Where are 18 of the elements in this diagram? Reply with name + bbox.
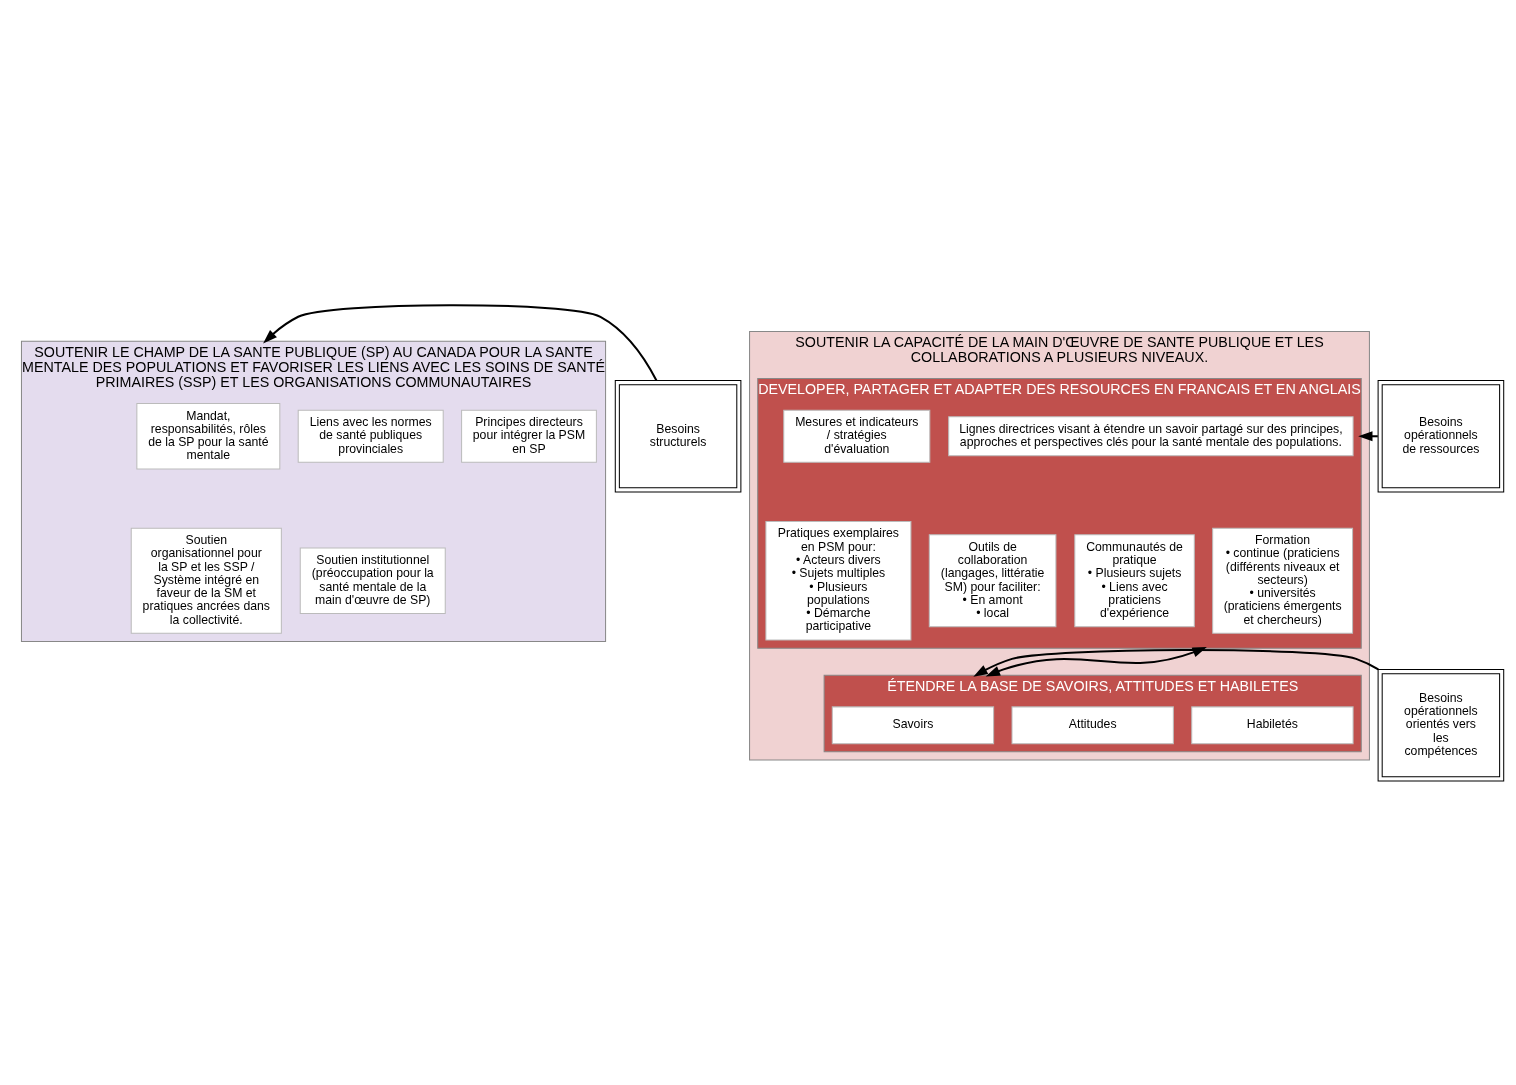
node-box: Mandat, responsabilités, rôles de la SP pour la santé mentale <box>135 402 280 469</box>
node-box: Liens avec les normes de santé publiques provinciales <box>297 409 444 463</box>
node-box: Savoirs <box>831 705 994 744</box>
node-box: Besoins structurels <box>614 379 741 492</box>
node-box: Soutien organisationnel pour la SP et les SSP / Système intégré en faveur de la SM et pratiques ancrées dans la collectivité. <box>130 527 282 634</box>
node-box: Principes directeurs pour intégrer la PSM en SP <box>460 409 597 463</box>
node-box: Soutien institutionnel (préoccupation pour la santé mentale de la main d'œuvre de SP) <box>299 547 446 614</box>
node-box: Outils de collaboration (langages, littératie SM) pour faciliter: • En amont • local <box>928 533 1056 627</box>
node-box: Besoins opérationnels orientés vers les compétences <box>1377 668 1504 781</box>
node-box: Lignes directrices visant à étendre un savoir partagé sur des principes, approches et perspectives clés pour la santé mentale des populations. <box>947 415 1354 456</box>
node-box: Communautés de pratique • Plusieurs sujets • Liens avec praticiens d'expérience <box>1073 533 1195 627</box>
arrow <box>262 303 657 381</box>
node-box: Mesures et indicateurs / stratégies d'évaluation <box>782 409 930 463</box>
node-box: Habiletés <box>1190 705 1354 744</box>
node-box: Pratiques exemplaires en PSM pour: • Acteurs divers • Sujets multiples • Plusieurs populations • Démarche participative <box>764 520 911 640</box>
node-box: Besoins opérationnels de ressources <box>1377 379 1504 492</box>
node-box: Attitudes <box>1011 705 1174 744</box>
node-box: Formation • continue (praticiens (différents niveaux et secteurs) • universités (praticiens émergents et chercheurs) <box>1211 527 1353 634</box>
